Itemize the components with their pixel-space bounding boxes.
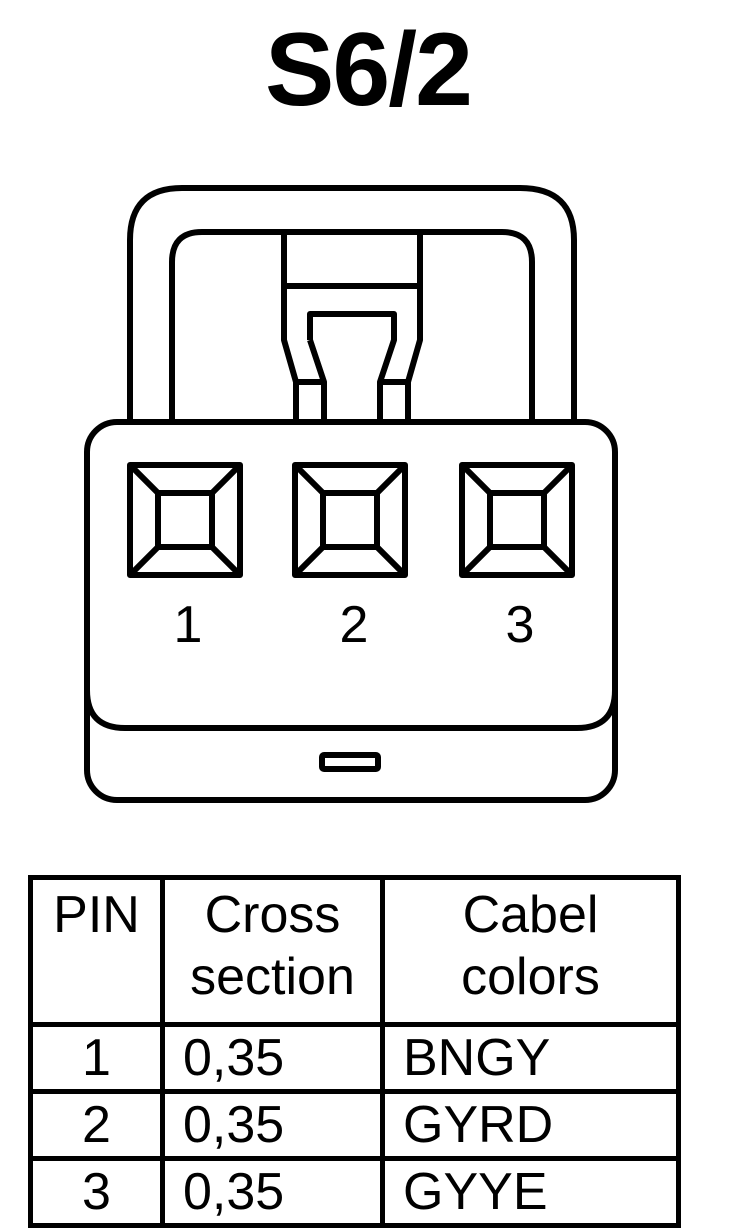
pin-table: PIN Cross section Cabel colors 1 0,35 BN… — [28, 875, 681, 1228]
row-pin: 3 — [28, 1156, 165, 1228]
connector-body — [84, 419, 618, 803]
pin-label-3: 3 — [506, 596, 535, 654]
table-row: 1 0,35 BNGY — [28, 1022, 681, 1094]
header-pin: PIN — [28, 875, 165, 1027]
pin-label-1: 1 — [174, 596, 203, 654]
key-slot — [319, 752, 381, 772]
header-cable-colors-line-1: Cabel — [462, 886, 599, 944]
row-cable-color: BNGY — [380, 1022, 681, 1094]
row-cross-section: 0,35 — [160, 1022, 385, 1094]
header-pin-line: PIN — [53, 886, 140, 944]
row-pin: 1 — [28, 1022, 165, 1094]
header-cross-section-line-2: section — [190, 948, 355, 1006]
latch-outer — [127, 185, 577, 422]
body-lower-edge — [84, 689, 618, 731]
pin-cavity-1 — [127, 462, 243, 578]
row-cable-color: GYYE — [380, 1156, 681, 1228]
row-cable-color: GYRD — [380, 1089, 681, 1161]
table-row: 2 0,35 GYRD — [28, 1089, 681, 1161]
table-header-row: PIN Cross section Cabel colors — [28, 875, 681, 1027]
latch-tab — [281, 232, 299, 422]
row-cross-section: 0,35 — [160, 1156, 385, 1228]
pin-cavity-3 — [459, 462, 575, 578]
connector-title: S6/2 — [265, 12, 473, 128]
header-cable-colors-line-2: colors — [461, 948, 600, 1006]
pin-cavity-2 — [292, 462, 408, 578]
header-cross-section: Cross section — [160, 875, 385, 1027]
row-cross-section: 0,35 — [160, 1089, 385, 1161]
header-cable-colors: Cabel colors — [380, 875, 681, 1027]
pin-label-2: 2 — [340, 596, 369, 654]
latch-inner — [169, 229, 535, 422]
connector-diagram: 1 2 3 — [84, 185, 618, 803]
header-cross-section-line-1: Cross — [204, 886, 341, 944]
row-pin: 2 — [28, 1089, 165, 1161]
table-row: 3 0,35 GYYE — [28, 1156, 681, 1228]
